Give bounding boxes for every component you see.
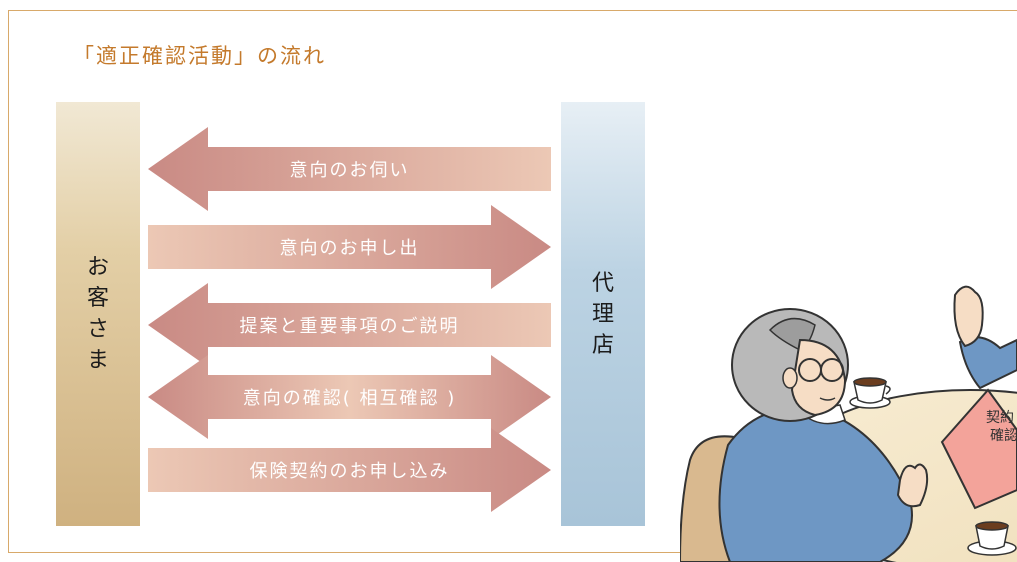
flow-step-label: 提案と重要事項のご説明	[239, 316, 460, 337]
arrow-right-path	[148, 428, 551, 512]
agency-label: 代 理 店	[592, 268, 614, 361]
agency-char: 代	[591, 270, 614, 296]
flow-step-label: 保険契約のお申し込み	[249, 461, 450, 482]
arrow-shape	[148, 355, 551, 439]
flow-arrow-4: 意向の確認( 相互確認 )	[148, 355, 551, 439]
customer-char: ま	[86, 348, 109, 373]
flow-arrow-1: 意向のお伺い	[148, 127, 551, 211]
flow-arrow-5: 保険契約のお申し込み	[148, 428, 551, 512]
customer-char: お	[86, 255, 109, 280]
flow-step-label: 意向の確認( 相互確認 )	[242, 388, 457, 409]
customer-label: お 客 さ ま	[87, 252, 109, 376]
arrow-left-path	[148, 127, 551, 211]
document-text-2: 確認	[990, 428, 1017, 444]
agency-column: 代 理 店	[561, 102, 645, 526]
arrow-shape	[148, 127, 551, 211]
arrow-shape	[148, 283, 551, 367]
arrow-shape	[148, 205, 551, 289]
customer-column: お 客 さ ま	[56, 102, 140, 526]
agency-char: 店	[591, 332, 614, 358]
flow-arrow-3: 提案と重要事項のご説明	[148, 283, 551, 367]
arrow-left-path	[148, 283, 551, 367]
flow-arrow-2: 意向のお申し出	[148, 205, 551, 289]
diagram-frame	[8, 10, 1017, 553]
agency-char: 理	[591, 301, 614, 327]
flow-step-label: 意向のお伺い	[289, 160, 410, 181]
meeting-illustration: 契約 確認	[680, 285, 1017, 562]
arrow-shape	[148, 428, 551, 512]
customer-char: さ	[86, 317, 109, 342]
customer-char: 客	[86, 286, 109, 311]
diagram-title: 「適正確認活動」の流れ	[73, 44, 326, 68]
flow-step-label: 意向のお申し出	[279, 238, 420, 259]
arrow-both-path	[148, 355, 551, 439]
document-text-1: 契約	[986, 410, 1014, 426]
arrow-right-path	[148, 205, 551, 289]
